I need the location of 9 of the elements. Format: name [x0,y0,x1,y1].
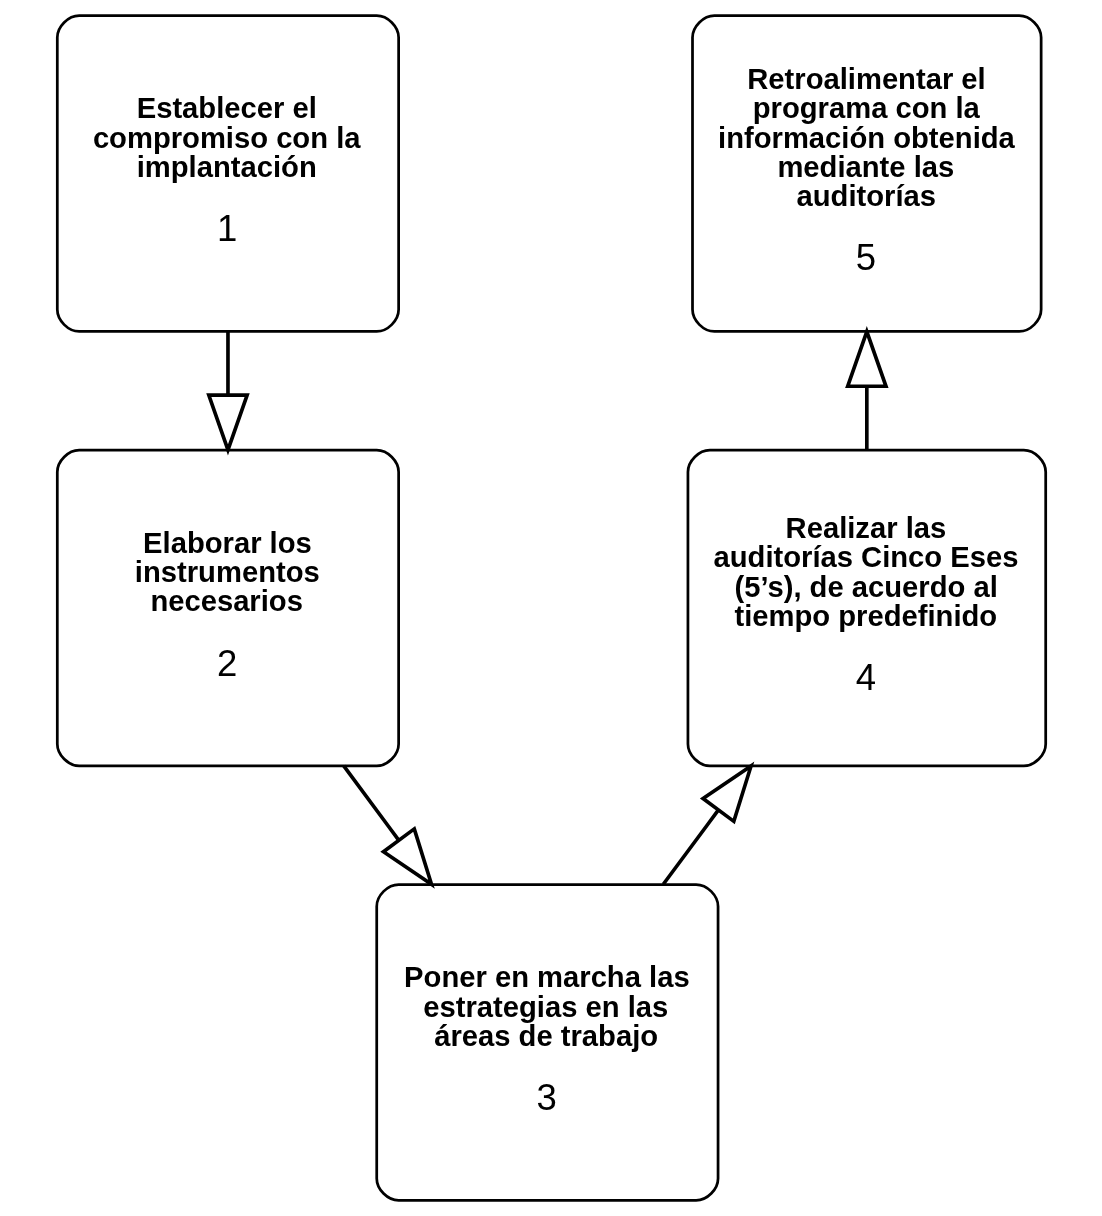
arrow [844,326,889,450]
arrow [661,761,754,886]
node-box: Retroalimentar el programa con la información obtenida mediante las auditorías 5 [690,14,1042,333]
arrow [341,764,435,889]
arrow [205,331,250,456]
node-box: Realizar las auditorías Cinco Eses (5’s), de acuerdo al tiempo predefinido 4 [686,448,1047,768]
node-box: Poner en marcha las estrategias en las áreas de trabajo 3 [374,883,719,1202]
node-box: Establecer el compromiso con la implantación 1 [55,14,400,333]
node-box: Elaborar los instrumentos necesarios 2 [55,448,400,768]
